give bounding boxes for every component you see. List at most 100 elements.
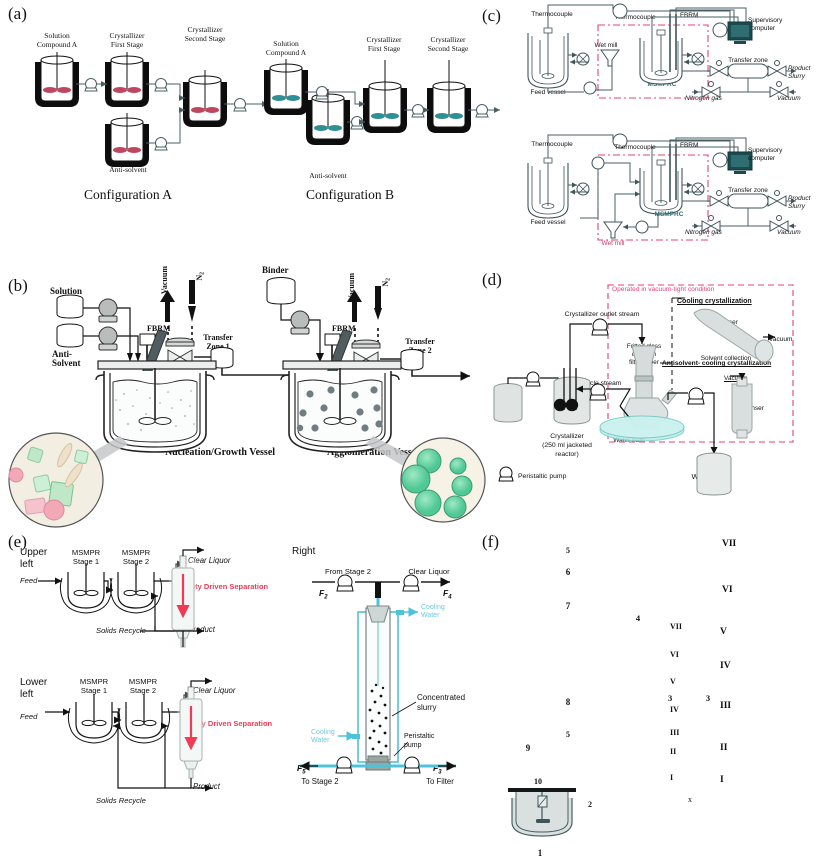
panel-e-f3-label: F3	[433, 763, 442, 776]
panel-c-bottom-vacuum: Vacuum	[777, 229, 801, 236]
panel-e-to-stage2: To Stage 2	[301, 777, 339, 786]
panel-e-f2-label: F2	[319, 588, 328, 601]
panel-e-lower-gravity: Gravity Driven Separation	[180, 719, 273, 728]
panel-c-top-nitrogen: Nitrogen gas	[685, 95, 722, 102]
panel-b-right-vessel-assembly	[266, 277, 470, 484]
config-a-stage1-label-2: First Stage	[110, 40, 144, 49]
panel-b-pump-antisolvent	[98, 326, 118, 351]
panel-b-pump-solution	[98, 298, 118, 323]
panel-b-antisolvent-label-1: Anti-	[52, 349, 72, 359]
panel-c-bottom-wet-mill-shape	[603, 221, 623, 239]
panel-c-top-product-2: Slurry	[788, 73, 805, 80]
panel-e-lower-stage1-1: MSMPR	[79, 677, 109, 686]
panel-e-right-pump-f3	[403, 756, 421, 774]
panel-e-right-title: Right	[292, 546, 316, 557]
panel-b: (b) Solution Anti- Solvent FBRM Vacuum N…	[0, 258, 486, 528]
panel-e-upper-feed: Feed	[20, 576, 38, 585]
panel-e-right-column	[357, 605, 399, 763]
config-b-stage1-label-1: Crystallizer	[366, 35, 402, 44]
panel-c-top-valve-2	[767, 60, 787, 77]
config-b-feed-label-1: Solution	[273, 39, 299, 48]
panel-d: (d) Operated in vacuum-tight condition C…	[480, 258, 817, 516]
panel-e-cooling-bot-2: Water	[311, 737, 330, 744]
panel-f-photo-iii: III	[720, 701, 732, 711]
panel-e-upper-pos-2: left	[20, 559, 34, 570]
config-b-stage1-vessel	[363, 60, 407, 133]
panel-e-upper-stage1-2: Stage 1	[72, 557, 100, 566]
panel-c-bottom-product-1: Product	[788, 195, 811, 202]
panel-f-num-vessel: 1	[537, 848, 543, 858]
panel-e-to-filter: To Filter	[426, 777, 454, 786]
panel-e-lower-pos-1: Lower	[20, 677, 48, 688]
config-a-piping	[76, 81, 268, 144]
config-b-stage1-label-2: First Stage	[367, 44, 401, 53]
config-a-feed-label-2: Compound A	[36, 40, 78, 49]
panel-c-bottom-feed-vessel-shape	[527, 157, 569, 219]
panel-e-lower-solids-recycle: Solids Recycle	[96, 796, 146, 805]
panel-b-left-valve	[165, 337, 195, 365]
panel-f-photo-v: V	[720, 627, 727, 637]
config-a-antisolvent-vessel	[105, 113, 149, 167]
panel-b-binder-label: Binder	[262, 265, 289, 275]
panel-a: (a) Solution Compound A Crystallizer Fir…	[0, 0, 500, 238]
panel-d-legend-pump-icon	[498, 466, 514, 482]
config-a-stage1-vessel	[105, 52, 149, 107]
panel-b-right-caption: Agglomeration Vessel	[327, 447, 419, 458]
panel-c-bottom-supervisory-2: computer	[748, 155, 776, 162]
panel-b-transfer-zone-1-l1: Transfer	[203, 333, 233, 342]
panel-b-nucleation-vessel-shape	[95, 368, 215, 453]
panel-e-upper-gravity: Gravity Driven Separation	[176, 582, 269, 591]
panel-d-crystallizer-3: reactor)	[555, 451, 579, 458]
config-b-feed-vessel	[264, 59, 308, 115]
panel-f-tag: (f)	[482, 532, 499, 551]
panel-e-lower-clear-liquor: Clear Liquor	[193, 686, 236, 695]
panel-e-right-pump-f5	[335, 756, 353, 774]
panel-c-bottom-valve-2	[767, 190, 787, 207]
panel-b-antisolvent-bottle	[56, 323, 84, 348]
panel-d-vacuum-tight-box	[607, 284, 794, 443]
panel-f-num-5-lower: 5	[566, 730, 570, 739]
panel-a-drawing	[35, 52, 500, 167]
panel-c-bottom-transfer-zone-shape	[727, 193, 769, 209]
config-a-antisolvent-label: Anti-solvent	[109, 165, 147, 174]
panel-b-solution-bottle	[56, 294, 84, 319]
panel-e-lower-stage2-1: MSMPR	[128, 677, 158, 686]
panel-d-solvent-collection: Solvent collection	[700, 355, 752, 362]
panel-d-antisolvent-cooling: Antisolvent- cooling crystallization	[662, 360, 772, 367]
panel-e-lower-pos-2: left	[20, 689, 34, 700]
panel-c-bottom-msmprc-shape	[639, 144, 683, 215]
config-a-feed-vessel	[35, 52, 79, 107]
panel-c-bottom-group	[527, 133, 796, 241]
panel-d-vacuum-2: Vacuum	[724, 375, 748, 382]
panel-c-top-tc-1	[612, 3, 628, 19]
panel-f-vessel-1	[508, 788, 576, 837]
config-b-feed-label-2: Compound A	[265, 48, 307, 57]
panel-b-drawing	[8, 277, 486, 528]
panel-b-transfer-zone-2-l1: Transfer	[405, 337, 435, 346]
panel-c-bottom-supervisory-1: Supervisory	[748, 147, 783, 154]
panel-b-nucleation-inset	[8, 432, 104, 528]
panel-c-top-group	[527, 3, 796, 99]
panel-b-left-vessel-assembly	[56, 280, 300, 484]
panel-e-concentrated-2: slurry	[417, 703, 437, 712]
panel-d-pump-outlet	[591, 318, 609, 336]
panel-d-pump-waste	[687, 387, 705, 405]
panel-c-bottom-transfer-zone: Transfer zone	[728, 187, 768, 194]
panel-f-num-3: 3	[705, 693, 711, 703]
panel-e-lower-left-group	[45, 677, 212, 792]
panel-d-tag: (d)	[482, 270, 502, 289]
panel-c-bottom-thermocouple-2: Thermocouple	[614, 144, 656, 151]
panel-d-legend-label: Peristaltic pump	[518, 473, 567, 480]
panel-b-agglomeration-vessel-shape	[280, 368, 400, 453]
panel-c-top-transfer-zone: Transfer zone	[728, 57, 768, 64]
panel-f-drawing	[508, 788, 576, 837]
panel-c-top-tc-2	[712, 22, 728, 38]
panel-c-top-valve-1	[709, 60, 729, 77]
panel-e-f4-label: F4	[443, 588, 452, 601]
config-b-caption: Configuration B	[305, 187, 395, 202]
panel-c-bottom-nitrogen: Nitrogen gas	[685, 229, 722, 236]
panel-e-upper-solids-recycle: Solids Recycle	[96, 626, 146, 635]
config-a-stage1-label-1: Crystallizer	[109, 31, 145, 40]
panel-e-lower-feed: Feed	[20, 712, 38, 721]
config-b-piping	[305, 91, 500, 125]
